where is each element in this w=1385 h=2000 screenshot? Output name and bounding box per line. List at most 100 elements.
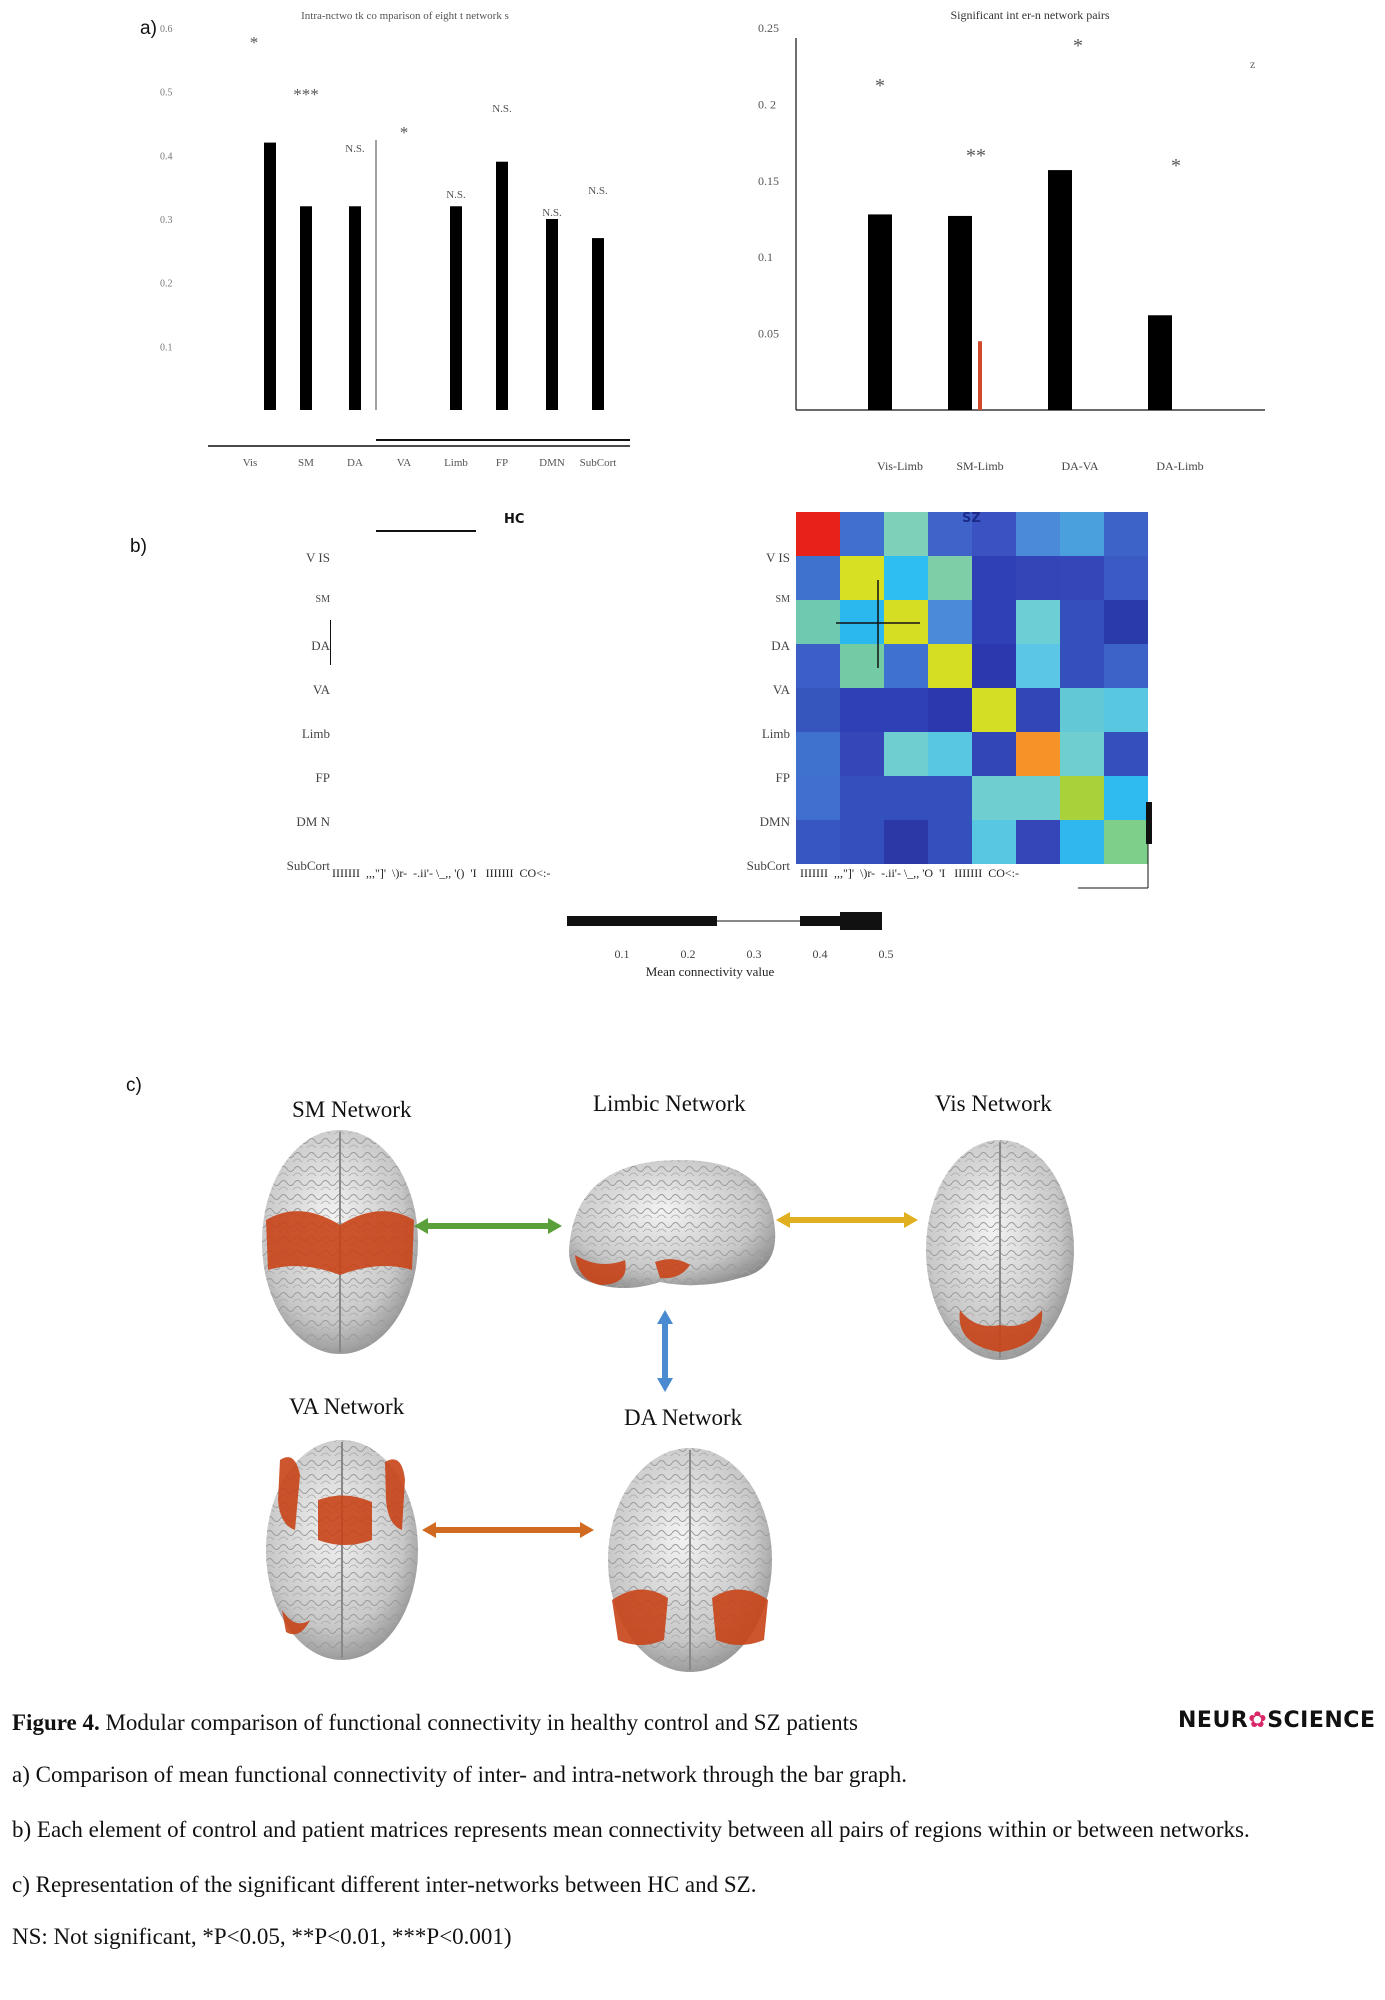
matrix-row-label: FP <box>315 770 330 785</box>
sz-matrix-cell <box>840 644 884 688</box>
panel-label-c: c) <box>126 1075 142 1096</box>
hc-col-labels: IIIIIII ,,,"]' \)r- -.ii'- \_,, '() 'I I… <box>332 866 551 880</box>
matrix-row-label: SM <box>775 594 790 605</box>
intra-network-bar-chart: Intra-nctwo tk co mparison of eight t ne… <box>160 10 630 469</box>
left-y-tick: 0.4 <box>160 151 173 162</box>
colorbar-bar-mid <box>800 916 840 926</box>
sz-matrix-cell <box>796 776 840 820</box>
left-chart-stars: ****N.S.*N.S.N.S.N.S.N.S. <box>250 33 608 219</box>
left-significance-marker: N.S. <box>542 207 562 219</box>
colorbar-bar-right <box>840 912 882 930</box>
sz-matrix-cell <box>796 644 840 688</box>
left-significance-marker: N.S. <box>446 189 466 201</box>
sz-matrix-cell <box>840 820 884 864</box>
sz-matrix-cell <box>1016 776 1060 820</box>
sz-matrix-cell <box>884 644 928 688</box>
right-y-tick: 0. 2 <box>758 97 776 111</box>
limbic-network-brain <box>569 1160 776 1289</box>
left-significance-marker: N.S. <box>588 185 608 197</box>
caption-line-c: c) Representation of the significant dif… <box>12 1872 757 1897</box>
left-significance-marker: * <box>400 123 409 142</box>
sz-matrix-cell <box>928 512 972 556</box>
sz-matrix-cell <box>884 688 928 732</box>
left-significance-marker: * <box>250 33 259 52</box>
left-chart-y-ticks: 0.60.50.40.30.20.1 <box>160 24 173 353</box>
sz-matrix-cell <box>884 600 928 644</box>
right-x-label: DA-VA <box>1061 459 1098 473</box>
matrix-row-label: VA <box>312 682 330 697</box>
sz-matrix-cell <box>796 820 840 864</box>
sz-matrix-cell <box>884 732 928 776</box>
matrix-row-label: DA <box>311 638 330 653</box>
va-network-brain <box>266 1440 418 1660</box>
sz-matrix-cell <box>928 688 972 732</box>
left-bar <box>450 206 462 410</box>
left-x-label: DA <box>347 457 363 469</box>
left-chart-bars <box>264 142 604 410</box>
left-y-tick: 0.2 <box>160 279 173 290</box>
sz-matrix-cell <box>884 776 928 820</box>
sz-matrix-cell <box>972 512 1016 556</box>
right-y-tick: 0.1 <box>758 250 773 264</box>
sz-matrix-cell <box>1016 600 1060 644</box>
sz-matrix-cell <box>1060 820 1104 864</box>
hc-tick-mark <box>330 620 331 665</box>
caption-line-a: a) Comparison of mean functional connect… <box>12 1762 907 1787</box>
left-bar <box>592 238 604 410</box>
va-network-title: VA Network <box>289 1394 405 1419</box>
sz-matrix-cell <box>972 556 1016 600</box>
sz-matrix-cell <box>884 820 928 864</box>
right-bar-hc <box>1048 170 1072 410</box>
left-bar <box>496 161 508 410</box>
matrix-row-label: Limb <box>301 726 330 741</box>
matrix-row-label: SubCort <box>286 858 330 873</box>
panel-label-a: a) <box>140 18 157 39</box>
arrow-sm-limbic <box>414 1218 562 1234</box>
right-y-tick: 0.25 <box>758 21 779 35</box>
sz-matrix-cell <box>1016 512 1060 556</box>
sz-matrix-cell <box>1104 512 1148 556</box>
sz-matrix-cell <box>1104 732 1148 776</box>
logo-flower-icon: ✿ <box>1248 1708 1268 1733</box>
right-x-label: SM-Limb <box>956 459 1003 473</box>
matrix-row-label: FP <box>775 770 790 785</box>
figure-caption: Figure 4. Modular comparison of function… <box>12 1710 1377 1950</box>
vis-network-title: Vis Network <box>935 1091 1052 1116</box>
right-y-tick: 0.15 <box>758 174 779 188</box>
left-chart-title: Intra-nctwo tk co mparison of eight t ne… <box>301 10 509 22</box>
sz-matrix-cell <box>1016 556 1060 600</box>
left-y-tick: 0.3 <box>160 215 173 226</box>
right-bar-hc <box>948 215 972 410</box>
left-x-label: SM <box>298 457 314 469</box>
panel-label-b: b) <box>130 536 147 557</box>
caption-line-b: b) Each element of control and patient m… <box>12 1817 1250 1842</box>
right-chart-bars <box>868 170 1172 410</box>
sz-matrix-cell <box>796 600 840 644</box>
left-bar <box>300 206 312 410</box>
sz-matrix-cell <box>796 556 840 600</box>
right-bar-hc <box>1148 315 1172 410</box>
sz-edge-mark <box>1146 802 1152 844</box>
left-y-tick: 0.1 <box>160 342 173 353</box>
left-bar <box>264 142 276 410</box>
matrix-row-label: VA <box>772 682 790 697</box>
colorbar-label: Mean connectivity value <box>646 964 775 979</box>
sz-matrix-cell <box>1060 776 1104 820</box>
right-chart-y-ticks: 0.25 0. 2 0.15 0.1 0.05 <box>758 21 779 341</box>
right-significance-marker: * <box>875 75 885 97</box>
left-significance-marker: N.S. <box>345 143 365 155</box>
matrix-row-label: Limb <box>761 726 790 741</box>
sz-matrix-cell <box>1104 820 1148 864</box>
hc-title: HC <box>504 512 525 527</box>
right-significance-marker: ** <box>966 145 986 167</box>
arrow-va-da <box>422 1522 594 1538</box>
sz-matrix-cell <box>1016 644 1060 688</box>
vis-network-brain <box>926 1140 1074 1360</box>
right-y-tick: 0.05 <box>758 327 779 341</box>
sz-matrix-cell <box>840 688 884 732</box>
sz-matrix-cell <box>972 688 1016 732</box>
da-network-title: DA Network <box>624 1405 743 1430</box>
sz-matrix-cell <box>796 512 840 556</box>
